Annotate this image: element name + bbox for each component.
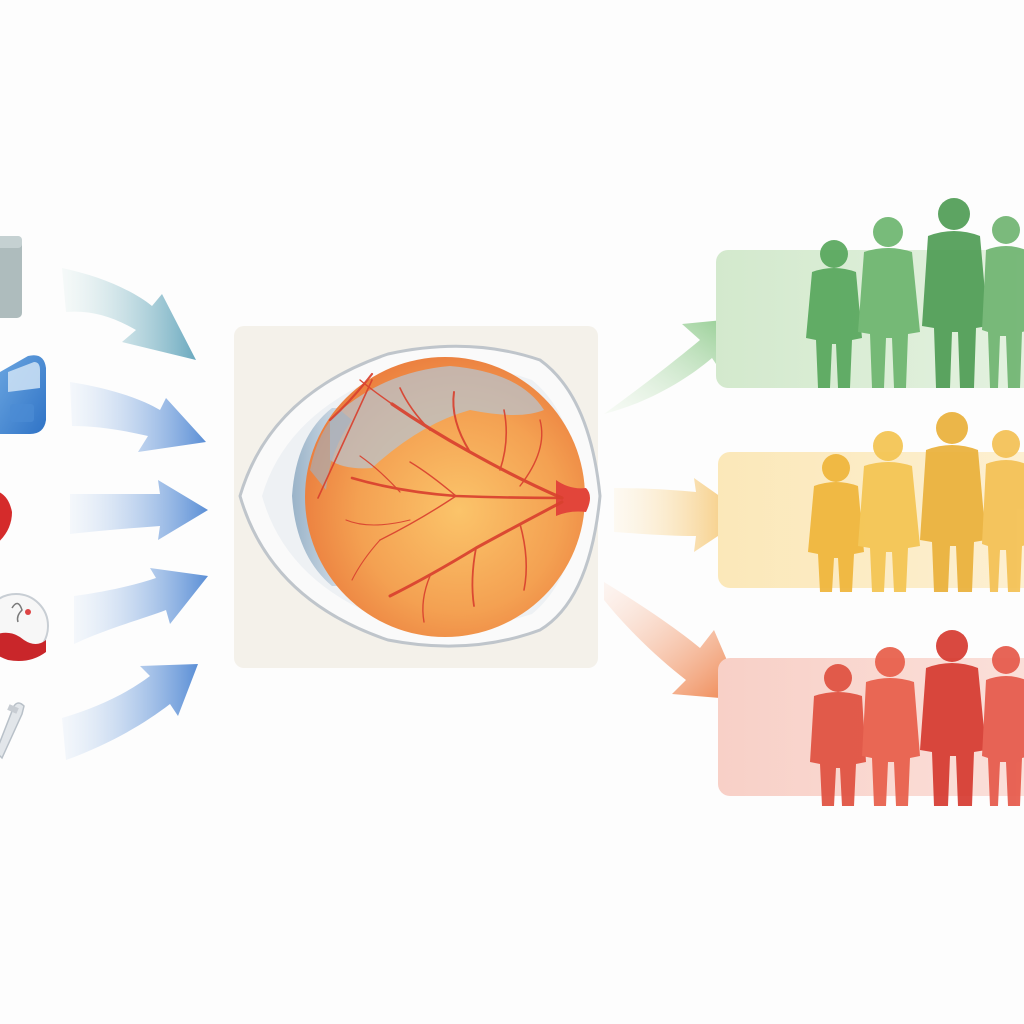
person-figure	[922, 198, 988, 388]
person-figure	[810, 664, 866, 806]
input-arrow-3	[70, 480, 208, 540]
person-figure	[920, 630, 986, 806]
person-figure	[858, 217, 920, 388]
person-figure	[982, 430, 1024, 592]
person-figure	[920, 412, 986, 592]
input-arrow-1	[62, 268, 196, 360]
person-figure	[982, 216, 1024, 388]
pill-box-icon	[0, 236, 22, 318]
outcome-arrow-high	[604, 582, 744, 700]
heart-organ-icon	[0, 492, 12, 541]
low-risk-people-group	[806, 198, 1024, 388]
syringe-icon	[0, 702, 25, 760]
blood-test-icon	[0, 593, 49, 661]
input-arrow-4	[74, 568, 208, 644]
outcome-arrow-moderate	[614, 478, 748, 552]
retina-eye-icon	[238, 344, 602, 648]
input-arrow-5	[62, 664, 198, 760]
glucose-meter-icon	[0, 355, 46, 434]
high-risk-people-group	[810, 630, 1024, 806]
input-arrow-2	[70, 382, 206, 452]
moderate-risk-people-group	[808, 412, 1024, 592]
person-figure	[806, 240, 862, 388]
person-figure	[808, 454, 864, 592]
outcome-arrow-low	[604, 318, 744, 414]
person-figure	[862, 647, 920, 806]
person-figure	[982, 646, 1024, 806]
person-figure	[858, 431, 920, 592]
